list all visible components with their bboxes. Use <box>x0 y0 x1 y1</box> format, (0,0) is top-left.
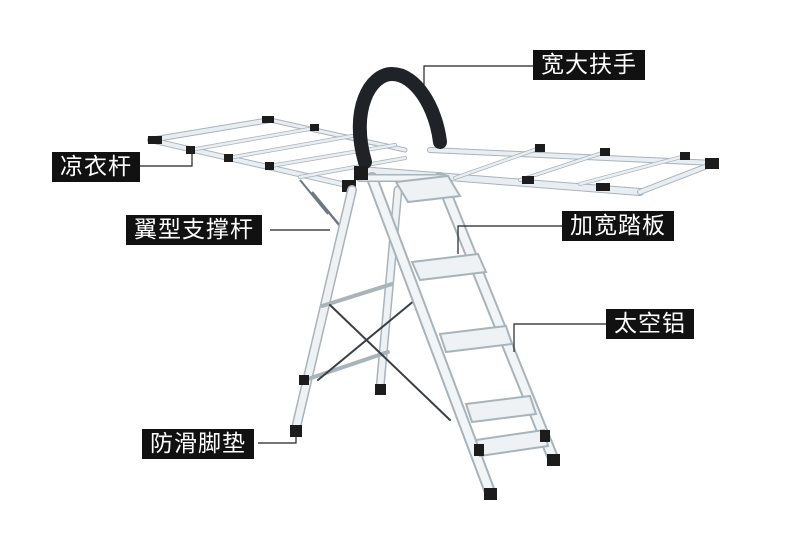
callout-handrail: 宽大扶手 <box>533 50 645 80</box>
callout-aluminum: 太空铝 <box>606 309 694 339</box>
left-drying-rack <box>147 116 408 187</box>
callout-leader-lines <box>140 65 606 444</box>
handrail <box>352 66 447 169</box>
callout-anti-slip-feet: 防滑脚垫 <box>142 429 254 459</box>
callout-drying-rod: 凉衣杆 <box>52 152 140 182</box>
ladder-treads <box>394 174 550 458</box>
right-drying-rack <box>356 144 719 196</box>
callout-wide-tread: 加宽踏板 <box>562 211 674 241</box>
callout-wing-support: 翼型支撑杆 <box>126 215 262 245</box>
